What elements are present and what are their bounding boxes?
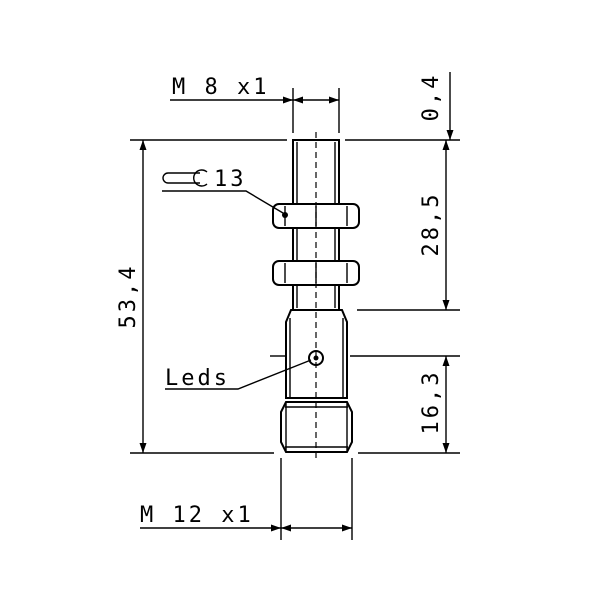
dim-body-length: 16,3 (419, 370, 444, 435)
dimension-lines (139, 72, 454, 532)
dim-offset-top: 0,4 (419, 73, 444, 122)
wrench-icon (162, 169, 208, 187)
dim-threaded-length: 28,5 (419, 192, 444, 257)
thread-top-label: M 8 x1 (172, 75, 269, 100)
wrench-size-label: 13 (214, 167, 247, 192)
thread-bottom-label: M 12 x1 (140, 503, 254, 528)
leader-lines (162, 169, 312, 390)
leds-label: Leds (165, 366, 230, 391)
dim-total-length: 53,4 (116, 264, 141, 329)
